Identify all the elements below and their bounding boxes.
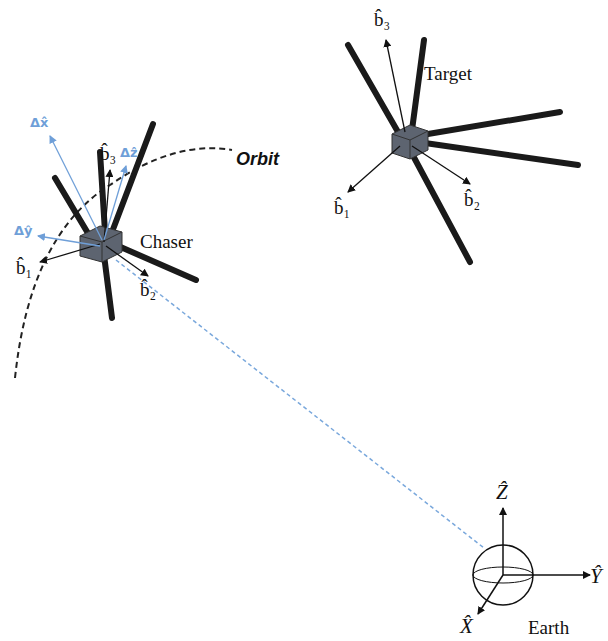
body-axis-label: b̂₁: [334, 198, 350, 217]
body-axis-label: b̂₃: [374, 10, 390, 29]
target-body: [392, 125, 428, 159]
target-panels: [348, 40, 578, 262]
chaser-panels: [55, 124, 196, 318]
body-axis-label: b̂₂: [140, 280, 156, 299]
lvlh-axis-label: Δŷ: [14, 224, 33, 237]
body-axis-label: b̂₂: [464, 190, 480, 209]
inertial-axis-label: Ŷ: [590, 566, 602, 587]
orbit-path: [15, 148, 232, 378]
body-name: Earth: [528, 618, 569, 637]
body-axis-label: b̂₁: [16, 258, 32, 277]
inertial-axis-label: Ẑ: [496, 482, 508, 503]
chaser-lvlh-axes: [38, 136, 126, 246]
earth-globe: [473, 508, 590, 614]
orbit-label: Orbit: [236, 150, 279, 168]
lvlh-axis-label: Δx̂: [30, 116, 48, 129]
spacecraft-name: Target: [424, 64, 472, 83]
lvlh-axis-label: Δẑ: [120, 146, 138, 159]
inertial-axis-label: X̂: [460, 616, 473, 637]
position-vector: [116, 260, 484, 548]
target-body-axes: [348, 40, 470, 192]
body-axis-label: b̂₃: [100, 144, 116, 163]
spacecraft-name: Chaser: [140, 232, 193, 251]
